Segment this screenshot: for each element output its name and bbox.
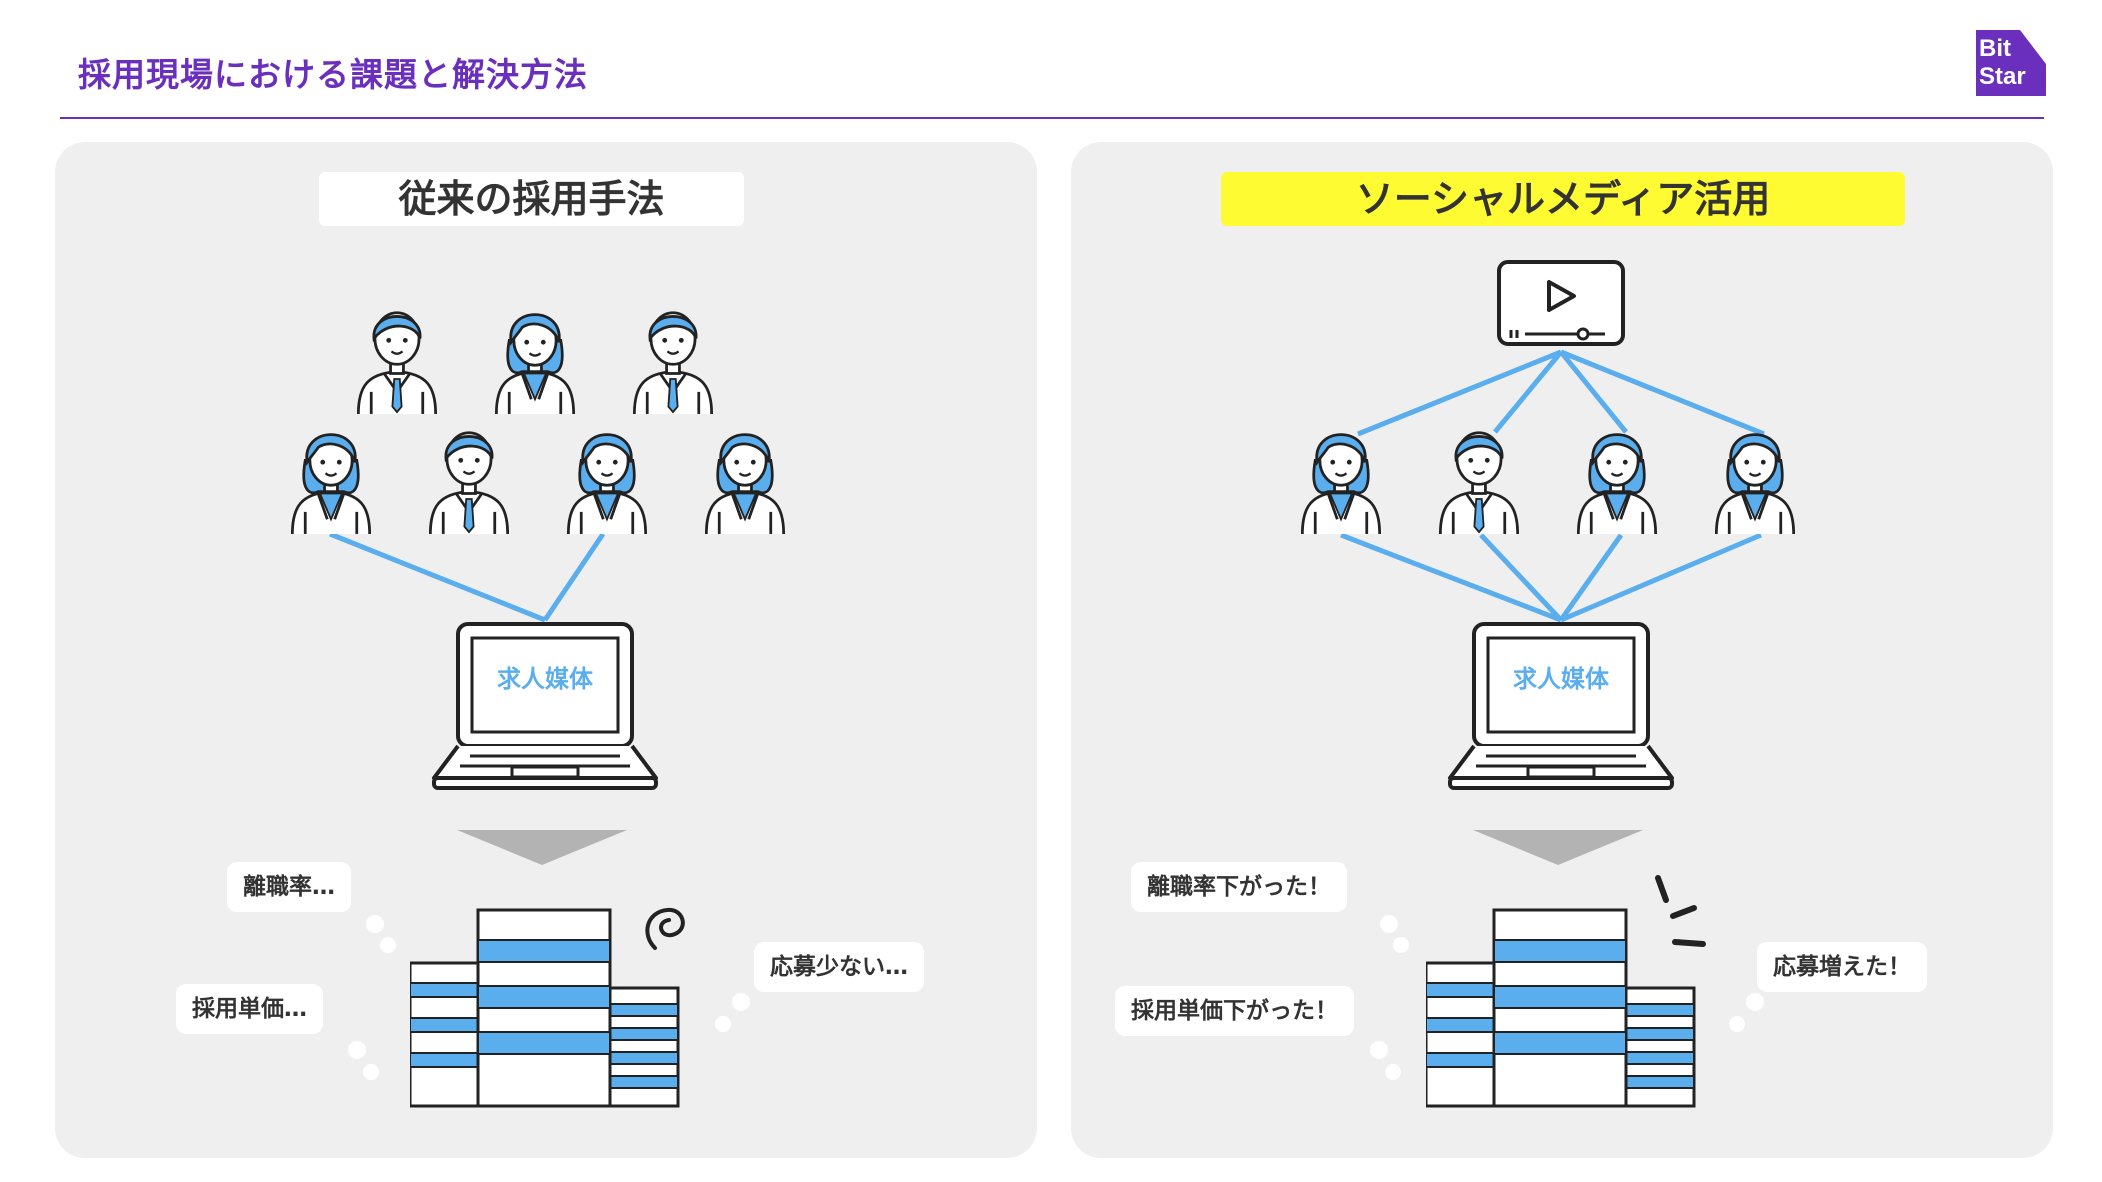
traditional-scene: 求人媒体 xyxy=(290,311,786,1108)
panel-title-social-media: ソーシャルメディア活用 xyxy=(1221,172,1905,226)
thought-dot xyxy=(1370,1041,1388,1059)
thought-dot xyxy=(1746,993,1764,1011)
connector-line xyxy=(1559,350,1628,434)
thought-bubble-turnover-down: 離職率下がった！ xyxy=(1131,862,1347,912)
connector-line xyxy=(1558,533,1624,622)
candidate-woman-icon xyxy=(290,433,372,536)
thought-dot xyxy=(366,915,384,933)
laptop-icon xyxy=(1448,622,1674,790)
connector-line xyxy=(329,531,546,623)
candidate-man-icon xyxy=(356,311,438,416)
laptop-icon xyxy=(432,622,658,790)
thought-bubble-applications-up: 応募増えた！ xyxy=(1757,942,1927,992)
excitement-marks-icon xyxy=(1655,875,1706,947)
down-arrow-icon xyxy=(457,830,627,865)
page-title: 採用現場における課題と解決方法 xyxy=(78,55,588,94)
laptop-label: 求人媒体 xyxy=(497,665,594,693)
thought-dot xyxy=(348,1041,366,1059)
candidate-man-icon xyxy=(1438,431,1520,536)
thought-bubble-hiring-cost: 採用単価… xyxy=(176,984,323,1034)
connector-line xyxy=(1357,349,1562,437)
thought-bubble-hiring-cost-down: 採用単価下がった！ xyxy=(1115,986,1354,1036)
traditional-method-panel: 従来の採用手法 求人媒体 離職率… 採用単価… 応募少ない… xyxy=(55,142,1037,1158)
candidate-woman-icon xyxy=(1300,433,1382,536)
social-media-scene: 求人媒体 xyxy=(1300,260,1796,1108)
thought-dot xyxy=(1385,1064,1401,1080)
candidate-man-icon xyxy=(428,431,510,536)
candidate-woman-icon xyxy=(566,433,648,536)
thought-dot xyxy=(1393,937,1409,953)
connector-line xyxy=(542,532,606,622)
worry-swirl-icon xyxy=(645,907,685,950)
thought-dot xyxy=(732,993,750,1011)
connector-line xyxy=(1479,533,1563,622)
thought-dot xyxy=(715,1016,731,1032)
social-media-panel: ソーシャルメディア活用 求人媒体 xyxy=(1071,142,2053,1158)
candidate-man-icon xyxy=(632,311,714,416)
thought-bubble-turnover: 離職率… xyxy=(227,862,351,912)
logo-text-bit: Bit xyxy=(1979,35,2011,62)
company-buildings-icon xyxy=(1426,908,1696,1108)
thought-dot xyxy=(1380,915,1398,933)
company-buildings-icon xyxy=(410,908,680,1108)
connector-line xyxy=(1560,349,1765,437)
video-player-icon xyxy=(1497,260,1625,346)
bitstar-logo: Bit Star xyxy=(1976,30,2046,96)
thought-dot xyxy=(1729,1016,1745,1032)
thought-bubble-applications: 応募少ない… xyxy=(754,942,924,992)
connector-line xyxy=(1560,532,1762,623)
down-arrow-icon xyxy=(1473,830,1643,865)
candidate-woman-icon xyxy=(1576,433,1658,536)
candidate-woman-icon xyxy=(704,433,786,536)
thought-dot xyxy=(380,937,396,953)
panel-title-traditional: 従来の採用手法 xyxy=(319,172,744,226)
thought-dot xyxy=(363,1064,379,1080)
title-divider xyxy=(60,117,2044,119)
connector-line xyxy=(1340,532,1562,623)
connector-line xyxy=(1493,350,1563,434)
candidate-woman-icon xyxy=(494,313,576,416)
laptop-label: 求人媒体 xyxy=(1513,665,1610,693)
logo-text-star: Star xyxy=(1979,63,2026,90)
candidate-woman-icon xyxy=(1714,433,1796,536)
